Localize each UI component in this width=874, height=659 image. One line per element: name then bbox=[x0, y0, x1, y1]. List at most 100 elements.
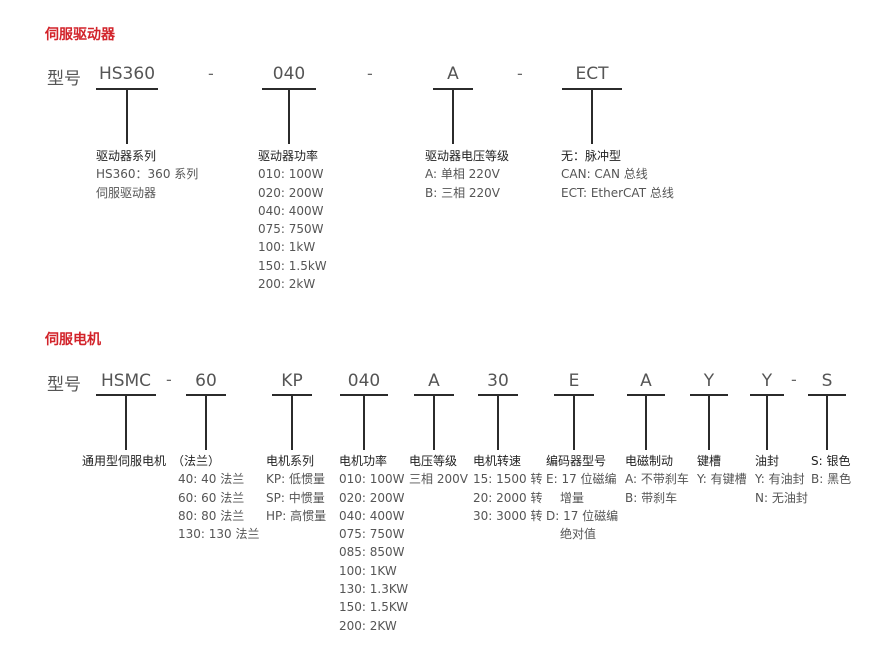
motor-desc-speed: 电机转速 15: 1500 转 20: 2000 转 30: 3000 转 bbox=[473, 452, 542, 525]
desc-line: N: 无油封 bbox=[755, 490, 808, 505]
desc-line: 075: 750W bbox=[339, 527, 405, 542]
desc-line: D: 17 位磁编 bbox=[546, 508, 619, 523]
motor-code-voltage: A bbox=[428, 371, 440, 391]
desc-line: 020: 200W bbox=[339, 490, 405, 505]
motor-code-power: 040 bbox=[347, 371, 381, 391]
desc-line: 150: 1.5KW bbox=[339, 600, 409, 615]
motor-connector bbox=[573, 395, 575, 450]
driver-code-series: HS360 bbox=[98, 64, 156, 84]
motor-code-oilseal: Y bbox=[761, 371, 773, 391]
motor-desc-color: S: 银色 B: 黑色 bbox=[811, 452, 851, 489]
motor-desc-inertia: 电机系列 KP: 低惯量 SP: 中惯量 HP: 高惯量 bbox=[266, 452, 326, 525]
motor-desc-voltage: 电压等级 三相 200V bbox=[409, 452, 468, 489]
motor-desc-series: 通用型伺服电机 bbox=[82, 452, 166, 470]
desc-header: 油封 bbox=[755, 454, 780, 468]
desc-line: HS360：360 系列 bbox=[96, 167, 199, 182]
desc-line: A: 单相 220V bbox=[425, 167, 500, 182]
motor-code-encoder: E bbox=[568, 371, 580, 391]
desc-line: B: 黑色 bbox=[811, 472, 852, 487]
driver-connector bbox=[288, 89, 290, 144]
motor-code-brake: A bbox=[640, 371, 652, 391]
desc-line: 130: 130 法兰 bbox=[178, 527, 260, 542]
motor-desc-flange: （法兰） 40: 40 法兰 60: 60 法兰 80: 80 法兰 130: … bbox=[172, 452, 259, 543]
desc-header: S: 银色 bbox=[811, 454, 851, 468]
driver-connector bbox=[452, 89, 454, 144]
desc-line: 075: 750W bbox=[258, 222, 324, 237]
driver-section-title: 伺服驱动器 bbox=[45, 27, 115, 43]
motor-desc-oilseal: 油封 Y: 有油封 N: 无油封 bbox=[755, 452, 808, 507]
desc-line: 30: 3000 转 bbox=[473, 508, 543, 523]
driver-dash: - bbox=[367, 64, 373, 83]
motor-code-keyway: Y bbox=[703, 371, 715, 391]
motor-code-series: HSMC bbox=[100, 371, 152, 391]
desc-line: SP: 中惯量 bbox=[266, 490, 325, 505]
driver-desc-series: 驱动器系列 HS360：360 系列 伺服驱动器 bbox=[96, 147, 198, 202]
motor-connector bbox=[826, 395, 828, 450]
motor-connector bbox=[205, 395, 207, 450]
desc-header: 无：脉冲型 bbox=[561, 149, 622, 163]
desc-line: 40: 40 法兰 bbox=[178, 472, 245, 487]
motor-connector bbox=[433, 395, 435, 450]
driver-desc-power: 驱动器功率 010: 100W 020: 200W 040: 400W 075:… bbox=[258, 147, 327, 293]
desc-line: 010: 100W bbox=[258, 167, 324, 182]
desc-header: 驱动器电压等级 bbox=[425, 149, 510, 163]
desc-line: 200: 2KW bbox=[339, 618, 397, 633]
desc-header: 键槽 bbox=[697, 454, 722, 468]
desc-header: 驱动器功率 bbox=[258, 149, 319, 163]
driver-code-power: 040 bbox=[272, 64, 306, 84]
desc-line: 60: 60 法兰 bbox=[178, 490, 245, 505]
desc-line: 200: 2kW bbox=[258, 277, 316, 292]
desc-header: （法兰） bbox=[172, 454, 221, 468]
driver-code-bus: ECT bbox=[575, 64, 609, 84]
driver-connector bbox=[591, 89, 593, 144]
desc-header: 电机系列 bbox=[266, 454, 315, 468]
motor-connector bbox=[708, 395, 710, 450]
desc-line: 三相 200V bbox=[409, 472, 468, 487]
desc-line: 020: 200W bbox=[258, 185, 324, 200]
desc-line: CAN: CAN 总线 bbox=[561, 167, 648, 182]
motor-connector bbox=[363, 395, 365, 450]
motor-connector bbox=[645, 395, 647, 450]
desc-line: 040: 400W bbox=[339, 508, 405, 523]
desc-header: 电压等级 bbox=[409, 454, 458, 468]
desc-header: 电磁制动 bbox=[625, 454, 674, 468]
desc-line: 20: 2000 转 bbox=[473, 490, 543, 505]
motor-connector bbox=[766, 395, 768, 450]
motor-dash: - bbox=[166, 370, 172, 389]
motor-model-label: 型号 bbox=[47, 375, 81, 395]
desc-line: 绝对值 bbox=[560, 527, 597, 542]
desc-header: 通用型伺服电机 bbox=[82, 454, 167, 468]
motor-desc-encoder: 编码器型号 E: 17 位磁编 增量 D: 17 位磁编 绝对值 bbox=[546, 452, 618, 543]
driver-dash: - bbox=[208, 64, 214, 83]
driver-desc-bus: 无：脉冲型 CAN: CAN 总线 ECT: EtherCAT 总线 bbox=[561, 147, 674, 202]
desc-header: 编码器型号 bbox=[546, 454, 607, 468]
desc-line: Y: 有油封 bbox=[755, 472, 805, 487]
desc-line: B: 三相 220V bbox=[425, 185, 501, 200]
driver-code-voltage: A bbox=[447, 64, 459, 84]
motor-connector bbox=[497, 395, 499, 450]
desc-line: 010: 100W bbox=[339, 472, 405, 487]
motor-dash: - bbox=[791, 370, 797, 389]
motor-desc-keyway: 键槽 Y: 有键槽 bbox=[697, 452, 747, 489]
motor-code-speed: 30 bbox=[487, 371, 509, 391]
desc-line: ECT: EtherCAT 总线 bbox=[561, 185, 674, 200]
desc-line: 增量 bbox=[560, 490, 585, 505]
desc-line: E: 17 位磁编 bbox=[546, 472, 617, 487]
motor-connector bbox=[291, 395, 293, 450]
desc-header: 电机功率 bbox=[339, 454, 388, 468]
desc-line: 伺服驱动器 bbox=[96, 185, 157, 200]
desc-header: 驱动器系列 bbox=[96, 149, 157, 163]
desc-line: B: 带刹车 bbox=[625, 490, 678, 505]
motor-section-title: 伺服电机 bbox=[45, 332, 101, 348]
desc-line: 130: 1.3KW bbox=[339, 582, 409, 597]
desc-line: KP: 低惯量 bbox=[266, 472, 325, 487]
desc-line: 100: 1kW bbox=[258, 240, 316, 255]
driver-connector bbox=[126, 89, 128, 144]
motor-code-color: S bbox=[821, 371, 833, 391]
desc-header: 电机转速 bbox=[473, 454, 522, 468]
motor-code-inertia: KP bbox=[281, 371, 303, 391]
desc-line: A: 不带刹车 bbox=[625, 472, 689, 487]
desc-line: Y: 有键槽 bbox=[697, 472, 747, 487]
desc-line: 040: 400W bbox=[258, 203, 324, 218]
driver-desc-voltage: 驱动器电压等级 A: 单相 220V B: 三相 220V bbox=[425, 147, 509, 202]
